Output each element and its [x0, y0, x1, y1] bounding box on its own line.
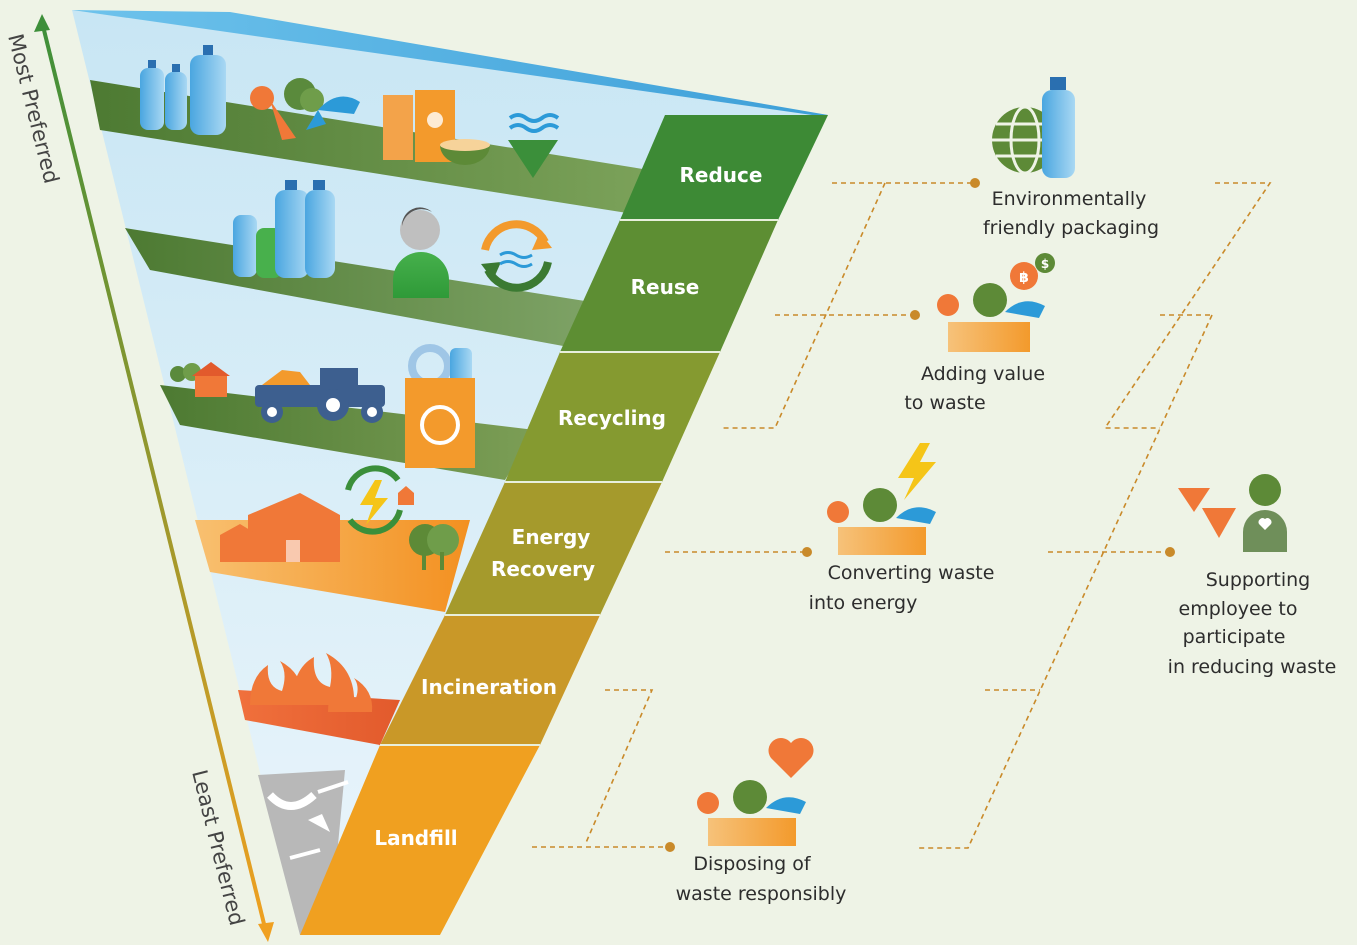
tier-label-recycling: Recycling [558, 406, 666, 430]
employee-line1: Supporting [1206, 569, 1311, 591]
packaging-line1: Environmentally [992, 188, 1147, 210]
globe-bottle-icon [992, 77, 1075, 178]
food-crate-lightning-icon [827, 443, 936, 555]
tier-label-reduce: Reduce [680, 163, 763, 187]
tractor-icon [255, 368, 385, 423]
tier-label-recovery: Recovery [491, 557, 595, 581]
tier-label-landfill: Landfill [374, 826, 457, 850]
vegetables-fish-icon [250, 78, 360, 140]
fire-icon [250, 653, 373, 712]
dispose-line1: Disposing of [693, 853, 811, 875]
bottles-icon [140, 45, 226, 135]
tier-reduce [620, 115, 828, 220]
arrow-up-icon [34, 14, 50, 32]
tier-energy-recovery [445, 482, 662, 615]
tier-incineration [380, 615, 600, 745]
round-trees-icon [409, 524, 459, 570]
food-crate-heart-icon [697, 738, 814, 846]
svg-text:$: $ [1041, 257, 1049, 271]
trees-house-icon [170, 362, 230, 397]
tier-label-incineration: Incineration [421, 675, 557, 699]
tier-recycling [505, 352, 720, 482]
recycle-water-icon [481, 220, 552, 292]
tier-label-reuse: Reuse [631, 275, 700, 299]
employee-line4: in reducing waste [1168, 656, 1337, 678]
person-icon [393, 207, 449, 298]
value-line2: to waste [904, 392, 985, 414]
tier-label-energy: Energy [512, 525, 591, 549]
house-icon [220, 493, 340, 562]
waste-bones-icon [267, 780, 349, 860]
packaging-line2: friendly packaging [983, 217, 1159, 239]
least-preferred-label: Least Preferred [187, 767, 249, 927]
value-line1: Adding value [921, 363, 1045, 385]
preference-arrow [34, 14, 274, 942]
most-preferred-label: Most Preferred [3, 31, 63, 185]
connector-lines [532, 178, 1272, 852]
water-down-arrow-icon [508, 113, 560, 178]
tier-landfill [300, 745, 540, 935]
dispose-line2: waste responsibly [676, 883, 847, 905]
energy-line1: Converting waste [828, 562, 995, 584]
employee-line3: participate [1183, 626, 1286, 648]
food-crate-money-icon: ฿ $ [937, 253, 1055, 352]
energy-cycle-lightning-icon [345, 465, 414, 535]
energy-line2: into energy [809, 592, 918, 614]
funnel-top-band [72, 10, 828, 115]
svg-text:฿: ฿ [1019, 270, 1029, 286]
employee-line2: employee to [1179, 598, 1298, 620]
arrow-down-icon [258, 922, 274, 942]
person-heart-icon [1178, 474, 1287, 552]
tier-reuse [560, 220, 778, 352]
reuse-bottles-icon [233, 180, 335, 278]
cereal-box-bowl-icon [383, 90, 490, 165]
recycling-bin-icon [405, 344, 475, 468]
